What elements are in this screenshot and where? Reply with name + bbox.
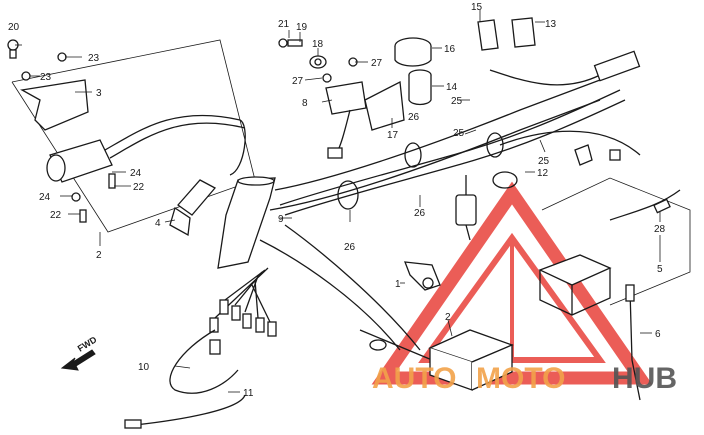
right-cables xyxy=(609,189,681,401)
callout-12: 12 xyxy=(537,168,549,179)
spark-plug-cap xyxy=(169,179,217,237)
callout-21: 21 xyxy=(278,19,290,30)
leader-lines xyxy=(15,10,661,393)
watermark-hub: HUB xyxy=(612,362,677,395)
callout-11: 11 xyxy=(243,388,254,399)
callout-5: 5 xyxy=(657,264,663,275)
right-inset-frame xyxy=(541,177,691,306)
callout-25-right: 25 xyxy=(538,156,550,167)
forward-arrow-icon xyxy=(60,349,96,371)
callout-23-top: 23 xyxy=(88,53,100,64)
callout-24-right: 24 xyxy=(130,168,142,179)
callout-15: 15 xyxy=(471,2,483,13)
callout-14: 14 xyxy=(446,82,458,93)
callout-27-left: 27 xyxy=(292,76,304,87)
callout-26-mid: 26 xyxy=(414,208,426,219)
callout-25-mid: 25 xyxy=(453,128,465,139)
fwd-label: FWD xyxy=(76,334,99,354)
condenser xyxy=(455,175,477,241)
regulator-cluster xyxy=(325,37,432,159)
callout-1: 1 xyxy=(395,279,401,290)
battery-holder xyxy=(538,254,612,316)
callout-3: 3 xyxy=(96,88,102,99)
callout-26-left: 26 xyxy=(344,242,356,253)
callout-22-left: 22 xyxy=(50,210,62,221)
relays xyxy=(477,17,536,51)
lower-cables xyxy=(124,329,246,429)
callout-26-top: 26 xyxy=(408,112,420,123)
callout-22-right: 22 xyxy=(133,182,145,193)
ignition-coil xyxy=(20,79,246,183)
callout-27-right: 27 xyxy=(371,58,383,69)
callout-16: 16 xyxy=(444,44,456,55)
callout-23-mid: 23 xyxy=(40,72,52,83)
handlebar-switches xyxy=(489,50,641,166)
callout-8: 8 xyxy=(302,98,308,109)
callout-10: 10 xyxy=(138,362,150,373)
callout-19: 19 xyxy=(296,22,308,33)
callout-20: 20 xyxy=(8,22,20,33)
callout-18: 18 xyxy=(312,39,324,50)
forward-direction-indicator: FWD xyxy=(60,334,99,371)
callout-25-left: 25 xyxy=(451,96,463,107)
switch-1 xyxy=(404,261,441,291)
callout-2-left: 2 xyxy=(96,250,102,261)
fasteners-top xyxy=(7,38,358,223)
callout-17: 17 xyxy=(387,130,399,141)
harness-clamps xyxy=(337,132,518,210)
battery xyxy=(428,329,514,391)
watermark-text: AUTO MOTO HUB xyxy=(372,362,677,395)
wire-harness-main xyxy=(209,79,626,381)
callout-2-battery: 2 xyxy=(445,312,451,323)
left-inset-frame xyxy=(11,39,256,233)
callout-9: 9 xyxy=(278,214,284,225)
watermark-moto: MOTO xyxy=(476,362,565,395)
callout-6: 6 xyxy=(655,329,661,340)
callout-labels: 1 2 2 3 4 5 6 8 9 10 11 12 13 14 15 16 1… xyxy=(8,2,666,399)
callout-13: 13 xyxy=(545,19,557,30)
callout-4: 4 xyxy=(155,218,161,229)
callout-28: 28 xyxy=(654,224,666,235)
watermark-auto: AUTO xyxy=(372,362,456,395)
callout-24-left: 24 xyxy=(39,192,51,203)
